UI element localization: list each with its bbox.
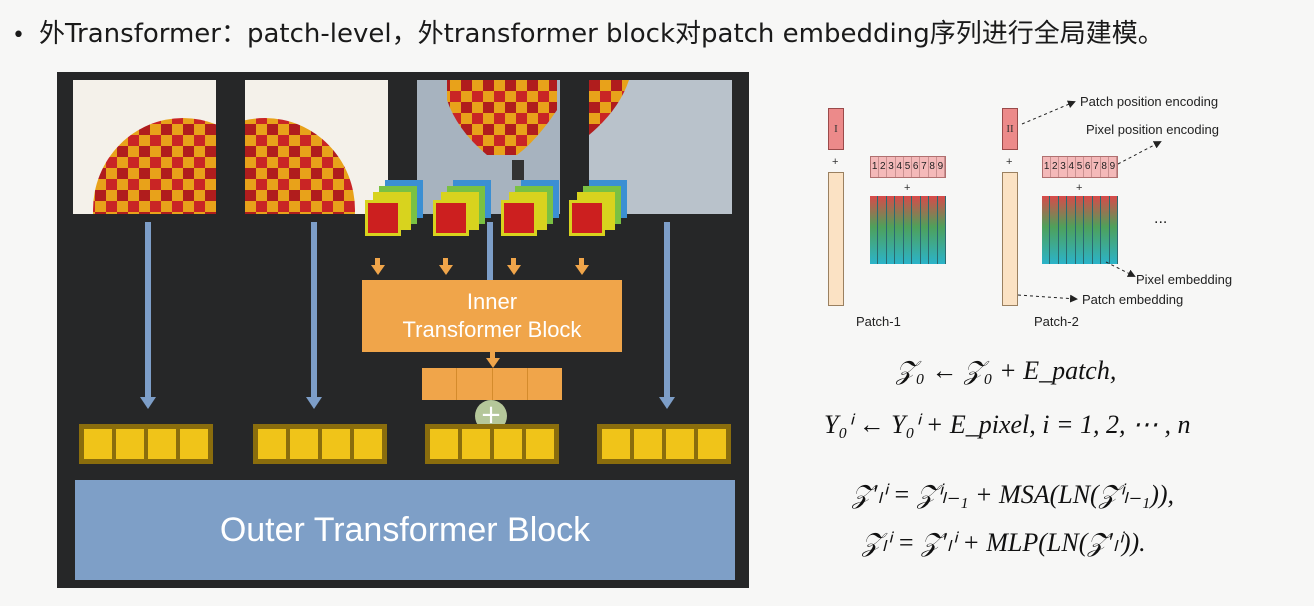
pixel-1-arrow (371, 265, 385, 275)
balloon-3-svg (447, 80, 557, 180)
patch-2-tokens (253, 424, 387, 464)
inner-output-embedding (422, 368, 562, 400)
patch-4-arrowhead (659, 397, 675, 409)
balloon-2-svg (245, 118, 355, 214)
patch-2-embedding-bar (1002, 172, 1018, 306)
patch-1-arrow (145, 222, 151, 397)
patch-2-arrowhead (306, 397, 322, 409)
patch-position-encoding-label: Patch position encoding (1080, 94, 1219, 109)
pixel-4-arrow (575, 265, 589, 275)
pixel-embedding-1 (870, 196, 946, 264)
patch-2-label: Patch-2 (1034, 314, 1079, 329)
pixel-stack-2 (429, 180, 499, 250)
balloon-patch-2-image (245, 80, 388, 214)
patch-1-arrowhead (140, 397, 156, 409)
equation-3: 𝒵′ₗⁱ = 𝒵ⁱₗ₋₁ + MSA(LN(𝒵ⁱₗ₋₁)), (852, 480, 1175, 509)
tnt-architecture-diagram: Inner Transformer Block + Outer Transfor… (57, 72, 749, 588)
patch-1-embedding-bar (828, 172, 844, 306)
annotation-arrows (1017, 100, 1162, 303)
equation-1: 𝒵₀ ← 𝒵₀ + E_patch, (896, 356, 1117, 385)
patch-3-arrow (487, 222, 493, 282)
inner-block-line2: Transformer Block (402, 317, 582, 342)
pixel-position-encoding-label: Pixel position encoding (1086, 122, 1219, 137)
class-token-1: I (828, 108, 844, 150)
pixel-embedding-label: Pixel embedding (1136, 272, 1233, 287)
patch-1-label: Patch-1 (856, 314, 901, 329)
pixel-stack-4 (565, 180, 635, 250)
ellipsis: ... (1154, 210, 1168, 227)
plus-1: + (832, 156, 839, 168)
patch-4-tokens (597, 424, 731, 464)
bullet: • (12, 23, 25, 48)
plus-4: + (1076, 182, 1083, 194)
plus-2: + (904, 182, 911, 194)
pixel-embedding-2 (1042, 196, 1118, 264)
inner-transformer-block: Inner Transformer Block (362, 280, 622, 352)
class-token-2: II (1002, 108, 1018, 150)
patch-1-tokens (79, 424, 213, 464)
balloon-patch-1-image (73, 80, 216, 214)
slide-title: • 外Transformer：patch-level，外transformer b… (12, 14, 1164, 54)
inner-block-line1: Inner (466, 289, 518, 314)
pixel-3-arrow (507, 265, 521, 275)
patch-2-arrow (311, 222, 317, 397)
balloon-1-svg (93, 118, 216, 214)
pixel-2-arrow (439, 265, 453, 275)
patch-embedding-label: Patch embedding (1082, 292, 1184, 307)
patch-3-tokens (425, 424, 559, 464)
equation-2: Y₀ⁱ ← Y₀ⁱ + E_pixel, i = 1, 2, ⋯ , n (824, 410, 1191, 439)
outer-transformer-block: Outer Transformer Block (75, 480, 735, 580)
pixel-stack-1 (361, 180, 431, 250)
slide-title-text: 外Transformer：patch-level，外transformer bl… (38, 19, 1164, 49)
balloon-4-svg (589, 80, 629, 135)
plus-3: + (1006, 156, 1013, 168)
patch-4-arrow (664, 222, 670, 397)
inner-output-arrow (486, 358, 500, 368)
equation-4: 𝒵ₗⁱ = 𝒵′ₗⁱ + MLP(LN(𝒵′ₗⁱ)). (862, 528, 1146, 557)
pixel-stack-3 (497, 180, 567, 250)
